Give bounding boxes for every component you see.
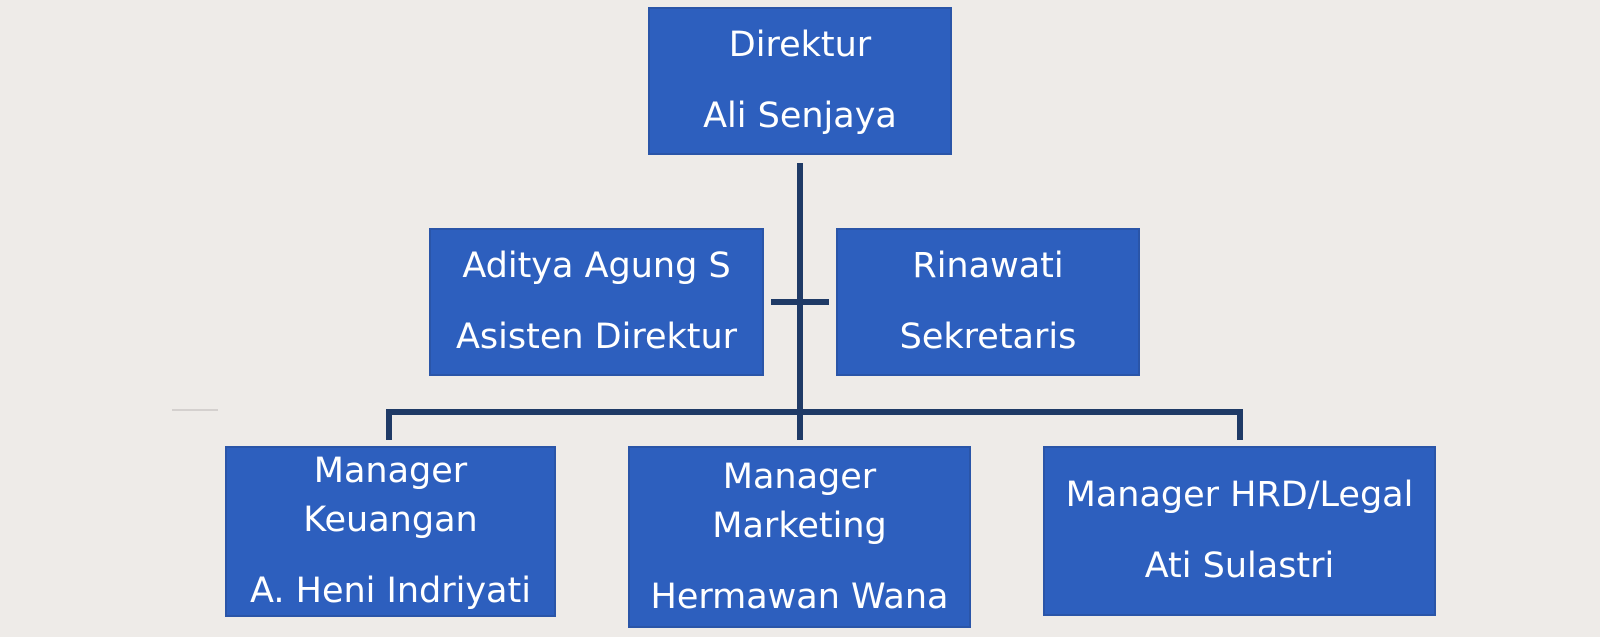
node-hrd-name: Ati Sulastri [1144, 546, 1335, 586]
node-direktur-name: Ali Senjaya [703, 96, 897, 136]
node-sekretaris: Rinawati Sekretaris [836, 228, 1140, 376]
node-keuangan-role-line2: Keuangan [303, 500, 478, 540]
node-asisten-direktur: Aditya Agung S Asisten Direktur [429, 228, 764, 376]
node-keuangan-name: A. Heni Indriyati [250, 571, 531, 611]
node-manager-keuangan: Manager Keuangan A. Heni Indriyati [225, 446, 556, 617]
node-marketing-name: Hermawan Wana [650, 576, 949, 617]
node-direktur: Direktur Ali Senjaya [648, 7, 952, 155]
node-sekretaris-role: Sekretaris [899, 317, 1077, 357]
node-sekretaris-name: Rinawati [912, 246, 1064, 286]
node-marketing-role-line1: Manager [722, 456, 877, 497]
node-manager-marketing: Manager Marketing Hermawan Wana [628, 446, 971, 628]
node-hrd-role: Manager HRD/Legal [1065, 475, 1414, 515]
node-asisten-name: Aditya Agung S [462, 246, 731, 286]
node-direktur-role: Direktur [728, 25, 872, 65]
node-asisten-role: Asisten Direktur [455, 317, 738, 357]
node-manager-hrd: Manager HRD/Legal Ati Sulastri [1043, 446, 1436, 616]
node-keuangan-role-line1: Manager [313, 451, 468, 491]
node-marketing-role-line2: Marketing [712, 505, 887, 546]
